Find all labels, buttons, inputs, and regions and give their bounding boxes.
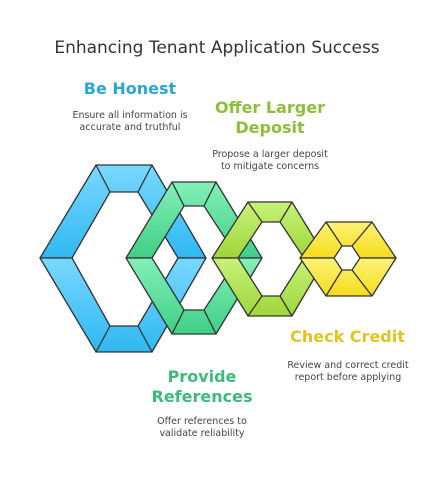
diagram-title: Enhancing Tenant Application Success	[54, 38, 380, 58]
shape-check-credit-upper	[299, 221, 397, 259]
step-heading-line: References	[151, 387, 253, 406]
step-desc-check-credit: Review and correct credit report before …	[280, 360, 416, 384]
step-desc-line: Propose a larger deposit	[212, 149, 328, 160]
step-desc-line: report before applying	[294, 372, 402, 383]
step-heading-check-credit: Check Credit	[290, 327, 405, 346]
step-heading-offer-larger-deposit: Offer Larger Deposit	[205, 98, 335, 138]
shape-check-credit-lower	[299, 257, 397, 297]
shape-offer-larger-deposit	[211, 201, 327, 317]
step-desc-be-honest: Ensure all information is accurate and t…	[60, 110, 200, 134]
step-desc-line: validate reliability	[159, 428, 245, 439]
step-desc-line: Offer references to	[157, 416, 247, 427]
step-heading-be-honest: Be Honest	[83, 79, 177, 98]
step-heading-line: Provide	[167, 367, 237, 386]
step-desc-line: Review and correct credit	[287, 360, 409, 371]
step-desc-line: accurate and truthful	[79, 122, 181, 133]
step-heading-provide-references: Provide References	[142, 367, 262, 407]
step-desc-offer-larger-deposit: Propose a larger deposit to mitigate con…	[200, 149, 340, 173]
step-heading-line: Deposit	[235, 118, 305, 137]
step-heading-line: Offer Larger	[215, 98, 325, 117]
step-desc-line: Ensure all information is	[72, 110, 188, 121]
step-desc-line: to mitigate concerns	[220, 161, 320, 172]
step-desc-provide-references: Offer references to validate reliability	[132, 416, 272, 440]
shape-check-credit	[299, 221, 397, 297]
